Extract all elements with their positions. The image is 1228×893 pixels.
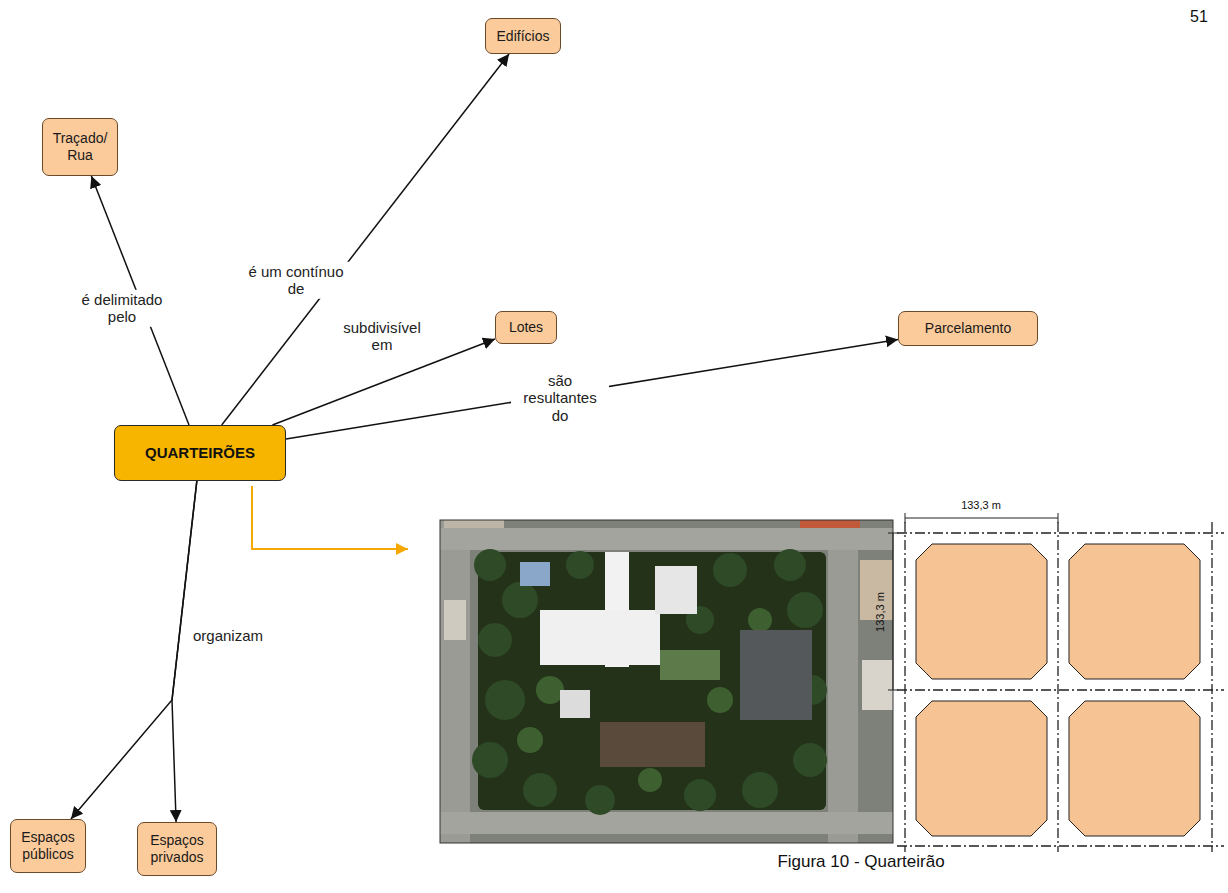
dimension-tick	[888, 690, 898, 691]
building	[862, 660, 893, 710]
concept-box: Edifícios	[485, 18, 561, 54]
green-roof	[660, 650, 720, 680]
page-number: 51	[1190, 8, 1208, 26]
axis-line	[897, 845, 1224, 846]
aerial-photo	[440, 520, 893, 843]
block-octagons	[916, 544, 1200, 836]
photo-ground	[440, 520, 893, 843]
tree	[684, 779, 716, 811]
tree	[474, 549, 506, 581]
dimension-label: 133,3 m	[874, 592, 886, 632]
street	[440, 520, 470, 843]
block-octagon	[1069, 544, 1200, 679]
concept-box: Espaços públicos	[10, 819, 86, 873]
building	[444, 600, 466, 640]
tree	[585, 785, 615, 815]
trees	[517, 608, 772, 792]
connector-arrow	[286, 339, 898, 439]
tree	[536, 676, 564, 704]
street	[440, 812, 893, 834]
trees	[472, 549, 827, 815]
tree	[774, 549, 806, 581]
building	[560, 690, 590, 718]
concept-box: Espaços privados	[137, 822, 217, 876]
dimension-line	[893, 533, 894, 690]
concept-text: Traçado/ Rua	[50, 130, 110, 164]
tree	[638, 768, 662, 792]
dimension-tick	[888, 533, 898, 534]
street	[440, 528, 893, 550]
dimension-lines	[888, 513, 1058, 690]
tree	[787, 592, 823, 628]
connector-arrow	[172, 481, 197, 822]
concept-text: Parcelamento	[906, 320, 1030, 337]
dimension-label: 133,3 m	[961, 499, 1001, 511]
concept-box: Lotes	[495, 311, 557, 344]
axis-line	[1057, 522, 1058, 852]
tree	[566, 551, 594, 579]
building	[540, 610, 660, 665]
block-schema	[888, 513, 1224, 852]
concept-text: Edifícios	[493, 28, 553, 45]
tree	[707, 687, 733, 713]
building	[740, 630, 812, 720]
tree	[713, 553, 747, 587]
concept-text: QUARTEIRÕES	[122, 444, 278, 462]
tree	[485, 680, 525, 720]
link-phrase: subdivisível em	[333, 318, 431, 355]
tree	[472, 742, 508, 778]
axis-line	[897, 689, 1224, 690]
tree	[478, 623, 512, 657]
concept-text: Lotes	[503, 319, 549, 336]
building	[655, 566, 697, 614]
pool	[520, 562, 550, 586]
axis-line	[1211, 522, 1212, 852]
link-phrase: é um contínuo de	[241, 262, 351, 299]
street-axes	[897, 522, 1224, 852]
connector-arrow	[222, 54, 509, 425]
figure-caption: Figura 10 - Quarteirão	[777, 852, 944, 872]
tree	[523, 773, 557, 807]
block-octagon	[916, 544, 1047, 679]
street	[828, 520, 858, 843]
concept-box: Parcelamento	[898, 311, 1038, 346]
tree	[517, 727, 543, 753]
block-octagon	[916, 701, 1047, 836]
concept-text: Espaços públicos	[18, 829, 78, 863]
tree	[742, 772, 778, 808]
dimension-line	[905, 518, 1058, 519]
tree	[502, 582, 538, 618]
main-concept-box: QUARTEIRÕES	[114, 425, 286, 481]
link-phrase: são resultantes do	[511, 371, 609, 425]
building	[600, 722, 705, 767]
photo-frame	[440, 520, 893, 843]
tree	[793, 743, 827, 777]
concept-text: Espaços privados	[145, 832, 209, 866]
block-octagon	[1069, 701, 1200, 836]
dimension-tick	[905, 513, 906, 523]
building	[800, 520, 860, 528]
link-phrase: é delimitado pelo	[69, 290, 175, 327]
tree	[748, 608, 772, 632]
link-phrase: organizam	[190, 626, 266, 645]
axis-line	[904, 522, 905, 852]
building	[444, 520, 504, 528]
concept-box: Traçado/ Rua	[42, 118, 118, 176]
axis-line	[897, 532, 1224, 533]
block-ground	[478, 552, 826, 810]
dimension-tick	[1058, 513, 1059, 523]
pointer-arrow	[252, 486, 408, 549]
